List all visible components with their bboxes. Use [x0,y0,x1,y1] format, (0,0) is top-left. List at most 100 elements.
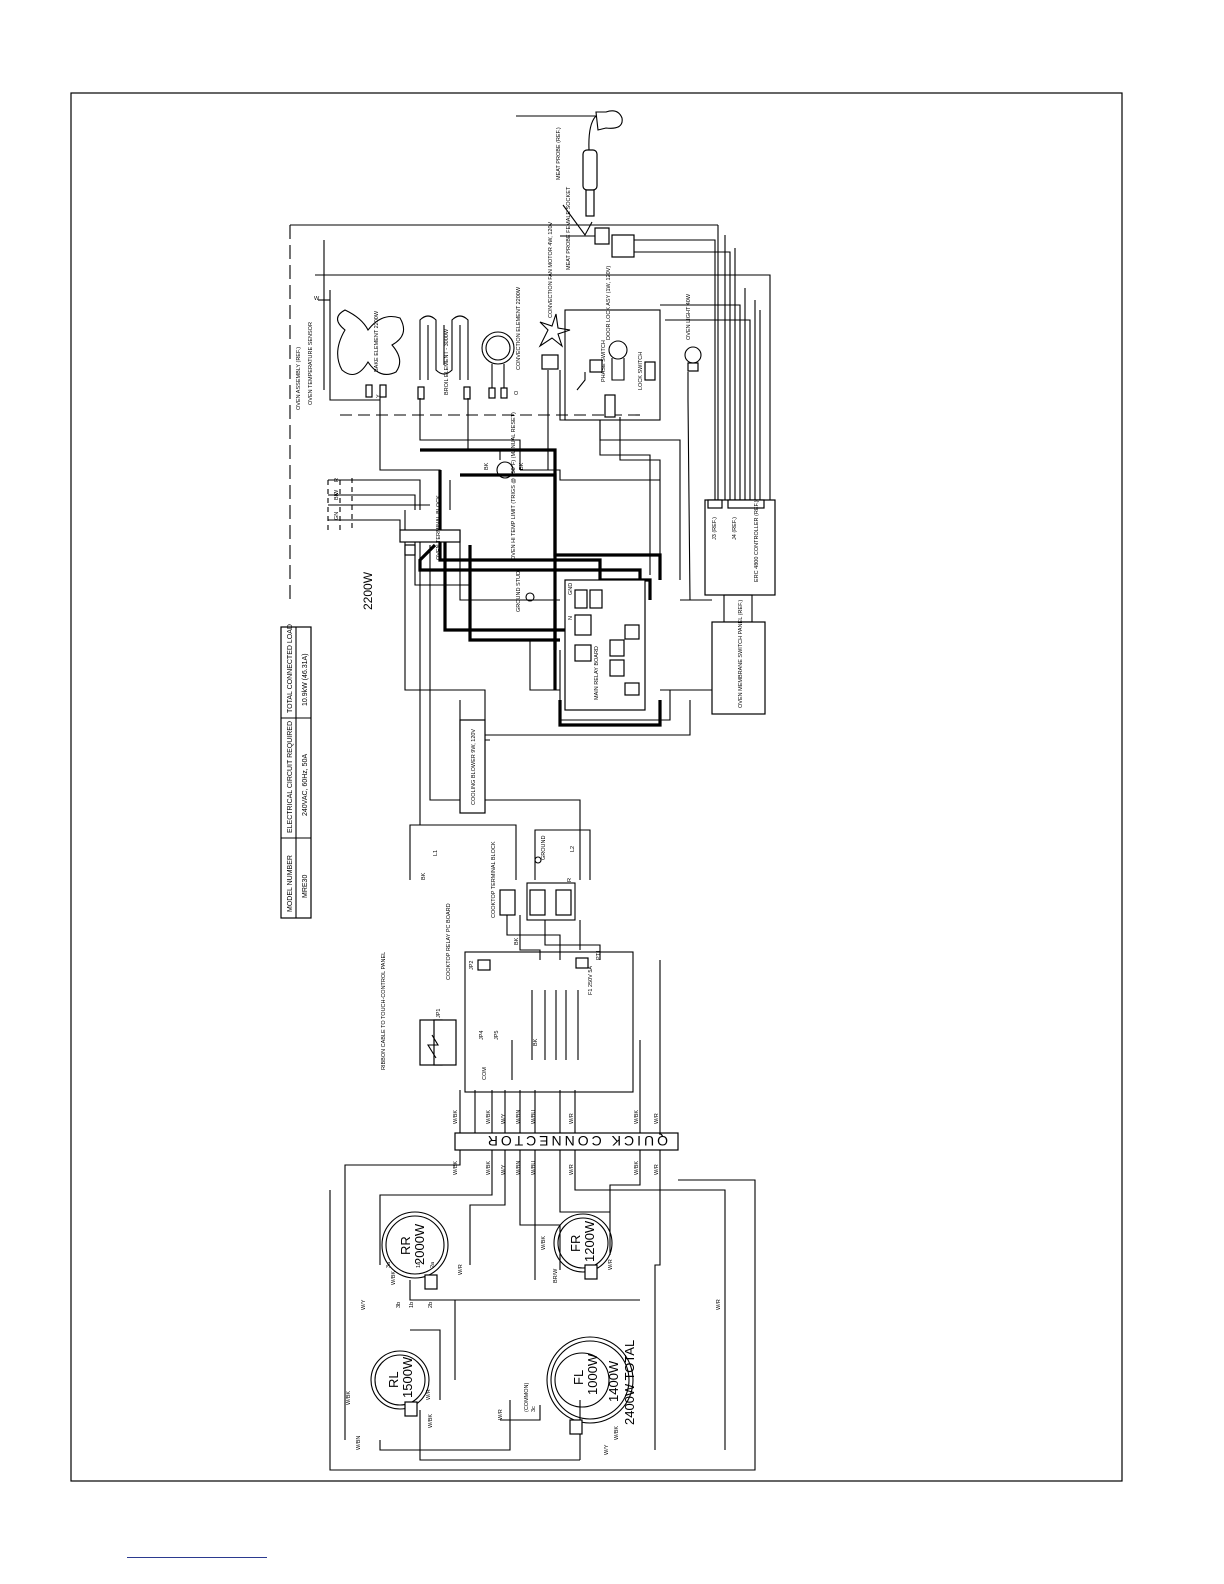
convection-element-label: CONVECTION ELEMENT 2200W [516,286,522,370]
wire-wr-1: W/R [569,1113,575,1124]
spec-header-model: MODEL NUMBER [287,855,294,912]
burner-rr-name: RR [398,1236,413,1255]
wire-wbk-1: W/BK [453,1110,459,1124]
lock-switch-label: LOCK SWITCH [638,352,644,390]
main-relay-board-label: MAIN RELAY BOARD [594,646,600,700]
burner-fl-name: FL [571,1370,586,1385]
oven-assembly: OVEN ASSEMBLY (REF.) OVEN TEMPERATURE SE… [289,222,719,600]
membrane-switch-label: OVEN MEMBRANE SWITCH PANEL (REF.) [738,600,744,708]
wire-wr-9: W/R [608,1259,614,1270]
ribbon-cable-label: RIBBON CABLE TO TOUCH-CONTROL PANEL [381,952,387,1070]
quick-connector-label: QUICK CONNECTOR [485,1133,668,1149]
wire-brw: BR/W [553,1268,559,1283]
meat-probe: MEAT PROBE (REF.) MEAT PROBE FEMALE SOCK… [516,110,635,270]
jp2-label: JP2 [469,961,475,970]
common-label: (COMMON) [524,1383,530,1412]
fan-motor-label: CONVECTION FAN MOTOR 4W, 120V [548,222,554,318]
convection-element: CONVECTION ELEMENT 2200W [481,286,522,399]
cooktop-terminal-block: COOKTOP TERMINAL BLOCK GROUND [410,824,601,960]
wire-wr-6: W/R [426,1389,432,1400]
burner-rr: RR 2000W [381,1211,449,1290]
wire-l1: L1 [433,850,439,856]
wire-wbk-10: W/BK [391,1271,397,1285]
wire-wbk-8: W/BK [428,1414,434,1428]
erc-controller-label: ERC 4800 CONTROLLER (REF.) [754,500,760,582]
fuse-label: F1 250V 5A [588,966,594,995]
wire-o-1: O [514,390,520,395]
hi-temp-limit-label: OVEN HI TEMP LIMIT (TRIGS @ 250°F) (MANU… [511,412,517,560]
com-label: COM [482,1067,488,1080]
erc-controller: J3 (REF.) J4 (REF.) ERC 4800 CONTROLLER … [704,499,776,623]
term-2a: 2a [430,1261,436,1268]
convection-fan-motor: CONVECTION FAN MOTOR 4W, 120V [538,222,571,370]
jp1-label: JP1 [436,1009,442,1018]
spec-value-model: MRE30 [302,875,309,898]
cooling-blower-label: COOLING BLOWER 9W, 120V [471,729,477,805]
wire-wbk-2: W/BK [486,1110,492,1124]
wire-gn-1: GN [334,512,340,520]
wire-y-1: Y [376,394,382,398]
term-3b: 3b [396,1302,402,1308]
wire-wbn-3: W/BN [356,1436,362,1450]
burner-fl-watts: 1000W [585,1353,600,1395]
wire-wr-5: W/R [716,1299,722,1310]
cooktop-relay-board-label: COOKTOP RELAY PC BOARD [446,903,452,980]
burner-fr-name: FR [568,1235,583,1252]
meat-probe-socket-label: MEAT PROBE FEMALE SOCKET [566,186,572,270]
wire-wbk-7: W/BK [346,1391,352,1405]
burner-fl-inner: 1400W [606,1360,621,1402]
burner-rl: RL 1500W [370,1350,430,1417]
wire-wy-4: W/Y [361,1299,367,1310]
wire-bk-2: BK [514,937,520,945]
wire-label-w: W [314,296,320,302]
jp5-label: JP5 [494,1031,500,1040]
ground-stud: GROUND STUD [516,571,535,612]
phase-switch-label: PHASE SWITCH [601,340,607,382]
burner-fr-watts: 1200W [582,1220,597,1262]
wire-w-2: W [334,489,340,495]
burner-fr: FR 1200W [553,1213,613,1280]
wire-wr-8: W/R [458,1264,464,1275]
wire-l2: L2 [570,846,576,852]
spec-table: MODEL NUMBER MRE30 ELECTRICAL CIRCUIT RE… [280,624,312,919]
ribbon-cable: RIBBON CABLE TO TOUCH-CONTROL PANEL JP1 [381,952,457,1070]
wire-bk-1: BK [421,872,427,880]
wire-r-1: R [567,878,573,882]
ground-label: GROUND [541,836,547,860]
bake-element-label: BAKE ELEMENT 2200W [374,310,380,372]
drawing-frame [70,92,1123,1482]
term-3a: 3a [386,1261,392,1268]
burner-rr-watts: 2000W [412,1223,427,1265]
spec-value-load: 10.9kW (46.31A) [302,653,309,706]
spec-value-circuit: 240VAC, 60Hz, 50A [302,754,309,816]
hi-temp-limit: OVEN HI TEMP LIMIT (TRIGS @ 250°F) (MANU… [496,412,517,560]
wire-bk-3: BK [533,1038,539,1046]
wire-bk-5: BK [484,462,490,470]
footer-rule [127,1557,267,1558]
wire-gnd: GND [568,583,574,595]
cooling-blower: COOLING BLOWER 9W, 120V [459,719,486,814]
cooktop-terminal-block-label: COOKTOP TERMINAL BLOCK [491,841,497,918]
oven-light: OVEN LIGHT 40W [684,293,702,372]
oven-terminal-block-label: OVEN TERMINAL BLOCK [436,495,442,560]
cooktop-relay-board: COOKTOP RELAY PC BOARD JP2 PT1 F1 250V 5… [446,903,634,1093]
term-2b: 2b [428,1302,434,1308]
oven-light-label: OVEN LIGHT 40W [686,293,692,340]
wire-wbu-1: W/BU [531,1110,537,1124]
main-relay-board: MAIN RELAY BOARD [564,579,646,711]
meat-probe-label: MEAT PROBE (REF.) [556,127,562,180]
door-lock-assembly: DOOR LOCK ASY (1W, 120V) PHASE SWITCH LO… [564,266,661,421]
j3-label: J3 (REF.) [712,517,718,540]
wire-wbk-11: W/BK [541,1236,547,1250]
door-lock-label: DOOR LOCK ASY (1W, 120V) [606,266,612,340]
term-1a: 1a [416,1261,422,1268]
wire-wy-1: W/Y [501,1113,507,1124]
wire-wbk-4: W/BK [453,1161,459,1175]
wire-bk-4: BK [334,492,340,500]
burner-fl-total: 2400W TOTAL [622,1340,637,1425]
wire-wbk-9: W/BK [614,1426,620,1440]
broil-element-label: BROIL ELEMENT - 3000W [444,328,450,395]
wire-wbn-1: W/BN [516,1110,522,1124]
term-3c: 3c [531,1406,537,1412]
